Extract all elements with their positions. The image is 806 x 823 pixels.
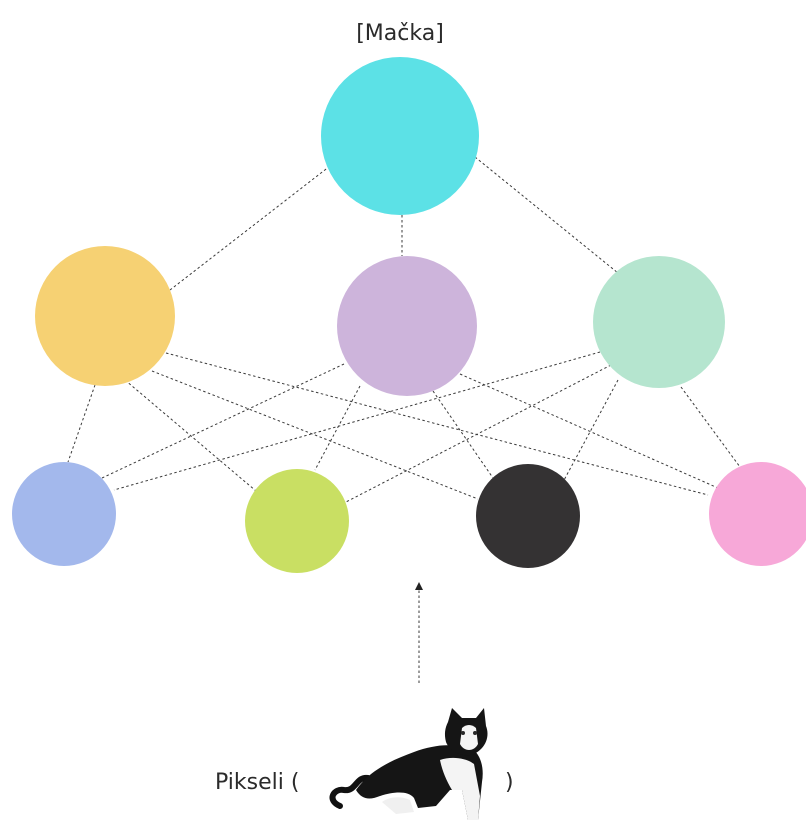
input-node-1	[12, 462, 116, 566]
input-node-4	[709, 462, 806, 566]
edge	[169, 165, 331, 291]
edge	[124, 379, 257, 492]
edge	[151, 370, 479, 500]
edges-hidden-input	[67, 351, 741, 503]
edge	[113, 351, 601, 491]
edge	[314, 385, 361, 471]
input-node-2	[245, 469, 349, 573]
output-node	[321, 57, 479, 215]
hidden-node-2	[337, 256, 477, 396]
cat-photo	[329, 708, 488, 820]
edge	[680, 386, 741, 468]
input-label-prefix: Pikseli (	[215, 770, 299, 795]
hidden-node-1	[35, 246, 175, 386]
edge	[459, 373, 719, 489]
edges-output-hidden	[169, 156, 619, 291]
edge	[432, 390, 494, 479]
input-label-suffix: )	[505, 770, 514, 795]
edge	[165, 352, 709, 496]
edge	[101, 363, 345, 479]
output-label: [Mačka]	[356, 21, 444, 46]
hidden-node-3	[593, 256, 725, 388]
edge	[474, 156, 619, 274]
edge	[67, 384, 96, 463]
edge	[562, 379, 619, 483]
input-node-3	[476, 464, 580, 568]
